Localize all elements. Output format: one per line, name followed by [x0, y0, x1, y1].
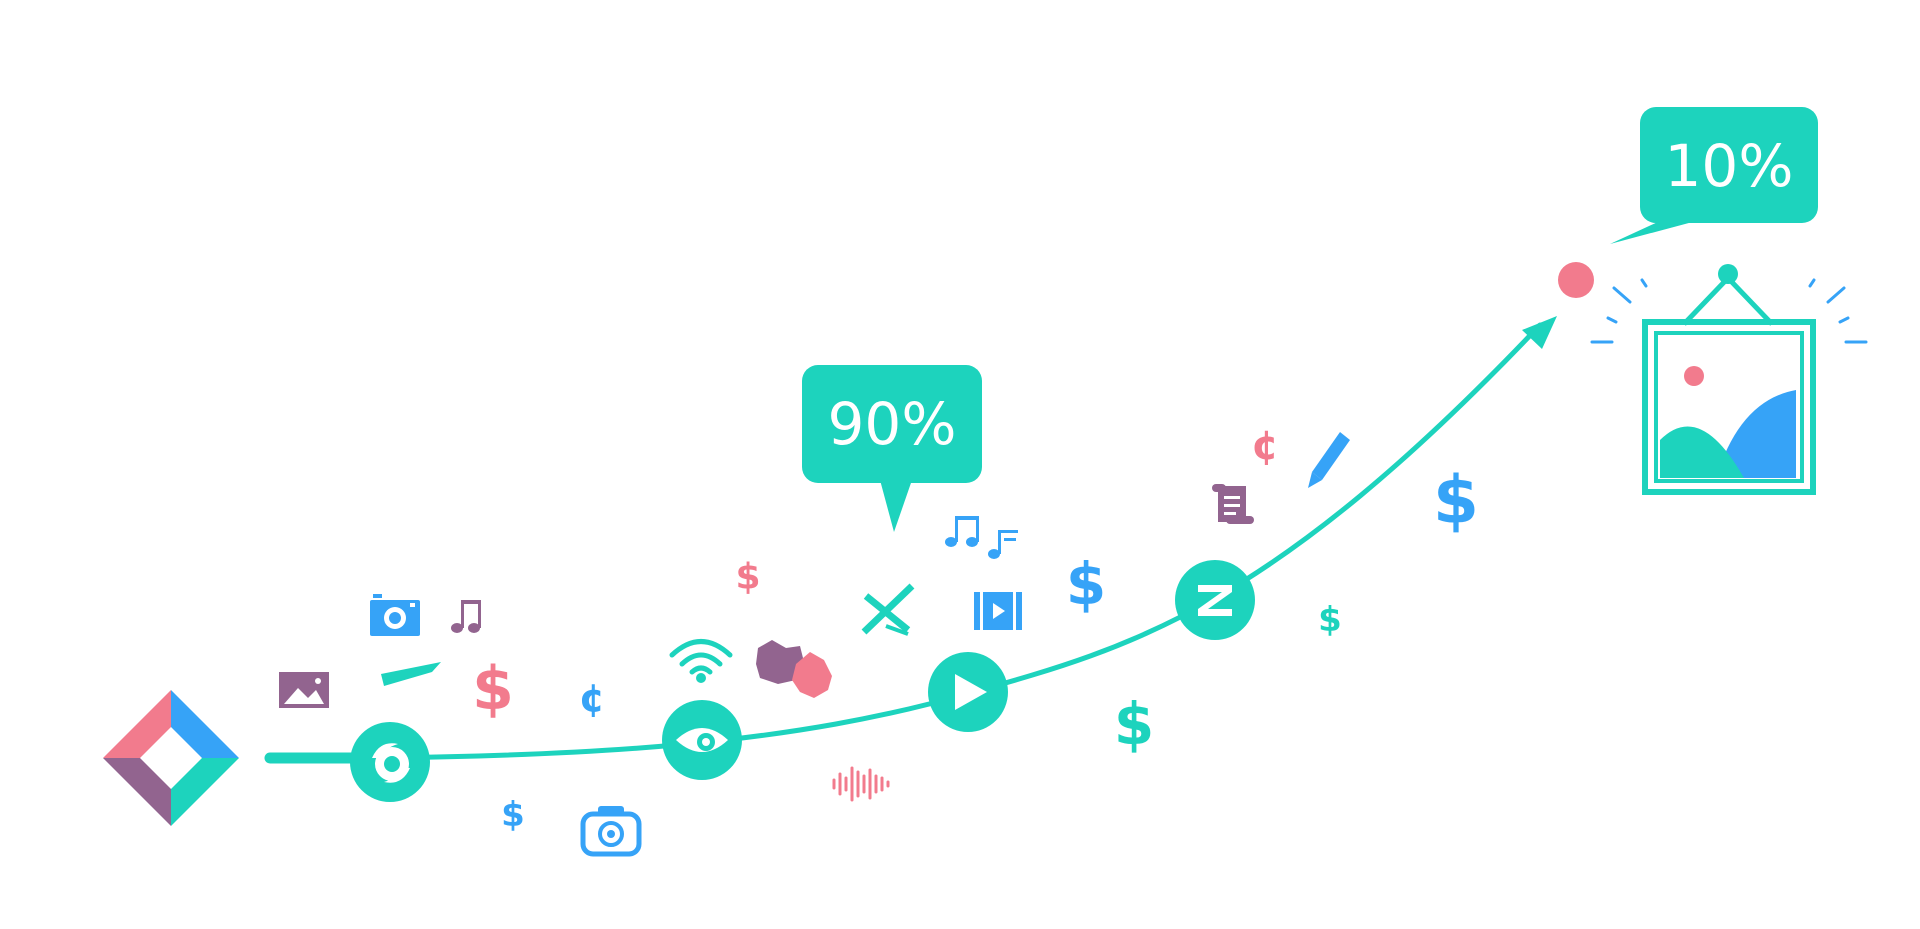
camera-icon: [370, 594, 420, 636]
picture-icon: [279, 672, 329, 708]
dollar-icon: $: [735, 557, 760, 598]
picture-hill-blue: [1716, 390, 1796, 478]
pencil-cross-icon: [861, 583, 915, 636]
pencil-icon: [1308, 432, 1350, 488]
framed-picture-icon: [1590, 264, 1868, 495]
frame-outer: [1642, 319, 1816, 495]
callout-mid-value: 90%: [828, 390, 957, 458]
cent-icon: ¢: [579, 676, 605, 720]
dollar-icon: $: [472, 654, 514, 724]
milestone-1: [350, 722, 430, 802]
arrow-head-icon: [1522, 316, 1557, 349]
camera-outline-icon: [580, 806, 642, 857]
swirl-icon: [372, 743, 410, 783]
video-player-icon: [974, 592, 1022, 630]
wifi-icon: [669, 639, 733, 683]
music-notes-icon: [945, 516, 1018, 559]
eye-icon: [676, 728, 728, 752]
dollar-icon: $: [1114, 690, 1154, 758]
milestone-4: [1175, 560, 1255, 640]
callout-end-box: [1640, 107, 1818, 223]
callout-mid: 90%: [802, 365, 982, 532]
milestone-2: [662, 700, 742, 780]
start-logo: [103, 690, 239, 826]
dollar-icon: $: [1318, 600, 1342, 640]
logo-bottom-left: [103, 758, 171, 826]
frame-inner: [1654, 331, 1804, 483]
play-icon: [955, 674, 987, 710]
frame-string: [1682, 274, 1774, 326]
callout-end: 10%: [1610, 107, 1818, 244]
puzzle-pieces-icon: [756, 640, 832, 698]
logo-top-right: [171, 690, 239, 758]
cent-icon: ¢: [1251, 423, 1279, 469]
picture-hill-teal: [1660, 426, 1744, 478]
pencil-stroke-icon: [381, 662, 441, 686]
callout-mid-box: [802, 365, 982, 483]
dollar-icon: $: [501, 795, 525, 835]
scroll-icon: [1212, 484, 1254, 524]
milestone-3: [928, 652, 1008, 732]
dollar-icon: $: [1433, 462, 1479, 539]
picture-sun: [1684, 366, 1704, 386]
pink-dot: [1558, 262, 1594, 298]
callout-mid-pointer: [880, 480, 912, 532]
shine-lines: [1590, 278, 1868, 344]
callout-end-pointer: [1610, 220, 1700, 244]
dollar-icon: $: [1066, 550, 1106, 618]
frame-hook: [1718, 264, 1738, 284]
logo-top-left: [103, 690, 171, 758]
callout-end-value: 10%: [1665, 132, 1794, 200]
logo-bottom-right: [171, 758, 239, 826]
music-note-icon: [451, 600, 481, 633]
sound-wave-icon: [832, 766, 890, 802]
z-icon: [1198, 585, 1232, 616]
